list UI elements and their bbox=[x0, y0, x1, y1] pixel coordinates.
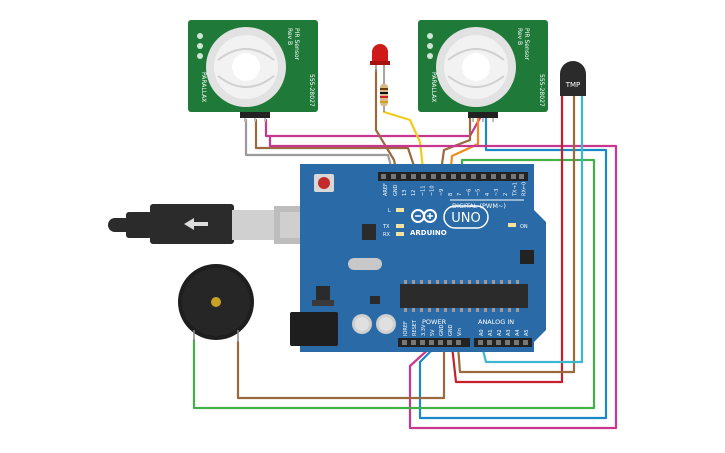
pir-part: 555-28027 bbox=[308, 74, 315, 107]
pir-title: PIR Sensor bbox=[523, 28, 530, 61]
wire-brown-tmp-gnd[interactable] bbox=[456, 94, 576, 374]
crystal bbox=[348, 258, 382, 270]
aref-label: AREF bbox=[383, 183, 389, 196]
pir-rev: Rev B bbox=[516, 28, 523, 45]
pir-header bbox=[240, 112, 270, 118]
temperature-sensor[interactable]: TMP bbox=[560, 61, 586, 96]
gnd-top-label: GND bbox=[393, 184, 399, 196]
pin-label: RESET bbox=[412, 319, 418, 336]
pin-label: 2 bbox=[503, 193, 509, 196]
pin-label: RX←0 bbox=[522, 182, 528, 196]
pin-label: ~3 bbox=[494, 189, 500, 196]
arduino-model: UNO bbox=[451, 211, 480, 226]
arduino-logo-text: ARDUINO bbox=[410, 229, 447, 237]
tmp-label: TMP bbox=[565, 81, 581, 89]
resistor[interactable] bbox=[380, 80, 388, 112]
pin-label: Vin bbox=[457, 328, 463, 336]
wire-brown-buzzer-gnd[interactable] bbox=[236, 340, 446, 400]
pin-label: A5 bbox=[524, 329, 530, 336]
pin-label: A1 bbox=[488, 329, 494, 336]
pir-brand: PARALLAX bbox=[200, 72, 207, 102]
led-body bbox=[372, 44, 388, 62]
analog-header bbox=[474, 338, 532, 347]
pir-part: 555-28027 bbox=[538, 74, 545, 107]
pir-brand: PARALLAX bbox=[430, 72, 437, 102]
wire-green-buzzer[interactable] bbox=[192, 158, 596, 410]
led-tx-label: TX bbox=[382, 224, 390, 230]
usb-chip bbox=[362, 224, 376, 240]
wire-blue-pir2-vcc[interactable] bbox=[418, 116, 608, 420]
wire-magenta-pir1-vcc[interactable] bbox=[264, 116, 482, 138]
dc-jack bbox=[290, 312, 338, 346]
pin-label: A2 bbox=[497, 329, 503, 336]
pin-label: 13 bbox=[402, 190, 408, 196]
on-label: ON bbox=[520, 224, 528, 230]
pin-label: 12 bbox=[411, 190, 417, 196]
pin-label: A0 bbox=[479, 329, 485, 336]
pin-label: 3.3V bbox=[421, 324, 427, 336]
wire-cyan-tmp-signal[interactable] bbox=[480, 94, 584, 364]
pir-sensor-1[interactable]: PIR Sensor Rev B PARALLAX 555-28027 bbox=[188, 20, 318, 122]
pin-label: 5V bbox=[430, 329, 436, 336]
pin-label: GND bbox=[439, 324, 445, 336]
wires bbox=[192, 68, 618, 430]
wire-red-tmp-vcc[interactable] bbox=[450, 94, 564, 384]
pin-label: ~6 bbox=[466, 189, 472, 196]
buzzer-hole bbox=[211, 297, 221, 307]
pin-label: ~10 bbox=[430, 185, 436, 196]
led-rx-label: RX bbox=[383, 232, 390, 238]
pin-label: ~9 bbox=[439, 189, 445, 196]
pin-label: ~11 bbox=[420, 185, 426, 196]
pin-label: 7 bbox=[457, 193, 463, 196]
wire-magenta-rail[interactable] bbox=[268, 134, 618, 430]
atmega-chip bbox=[400, 284, 528, 308]
pin-label: A4 bbox=[515, 329, 521, 336]
led-l-label: L bbox=[388, 208, 391, 214]
pin-label: IOREF bbox=[403, 321, 409, 336]
pin-label: A3 bbox=[506, 329, 512, 336]
pir-title: PIR Sensor bbox=[293, 28, 300, 61]
usb-icon bbox=[184, 218, 208, 230]
arduino-logo-icon bbox=[411, 209, 437, 223]
pir-sensor-2[interactable]: PIR Sensor Rev B PARALLAX 555-28027 bbox=[418, 20, 548, 122]
wire-yellow-led-resistor[interactable] bbox=[382, 110, 426, 180]
red-led[interactable] bbox=[370, 44, 390, 80]
tmp-body bbox=[560, 61, 586, 96]
power-label: POWER bbox=[422, 318, 447, 326]
piezo-buzzer[interactable] bbox=[178, 264, 254, 342]
pin-label: 4 bbox=[485, 193, 491, 196]
wire-brown-pir1-signal[interactable] bbox=[254, 118, 420, 180]
pin-label: ~5 bbox=[476, 189, 482, 196]
pir-header bbox=[468, 112, 498, 118]
pin-label: TX→1 bbox=[512, 182, 518, 197]
pin-label: GND bbox=[448, 324, 454, 336]
analog-label: ANALOG IN bbox=[478, 318, 514, 326]
pin-label: 8 bbox=[448, 193, 454, 196]
pir-rev: Rev B bbox=[286, 28, 293, 45]
